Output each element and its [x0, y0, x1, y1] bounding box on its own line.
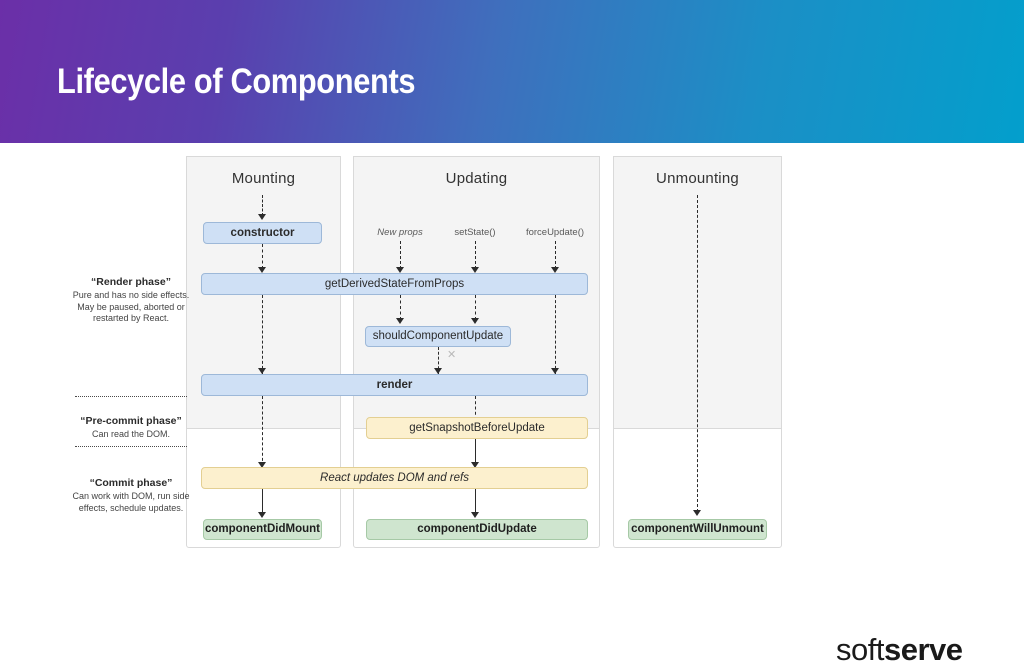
node-react-updates-dom-and-refs[interactable]: React updates DOM and refs — [201, 467, 588, 489]
arrowhead-scu-to-render — [434, 368, 442, 374]
phase-desc-precommit: Can read the DOM. — [91, 429, 171, 439]
arrow-title-to-constructor — [262, 195, 263, 216]
arrow-render-to-react-updates-mounting — [262, 396, 263, 466]
softserve-logo: softserve — [836, 632, 963, 668]
arrow-set-state-to-gdsfp — [475, 241, 476, 269]
arrowhead-new-props — [396, 267, 404, 273]
arrowhead-force-update — [551, 267, 559, 273]
phase-desc-commit: Can work with DOM, run side effects, sch… — [72, 491, 190, 513]
arrow-constructor-to-gdsfp — [262, 244, 263, 269]
node-should-component-update[interactable]: shouldComponentUpdate — [365, 326, 511, 347]
node-get-derived-state-from-props[interactable]: getDerivedStateFromProps — [201, 273, 588, 295]
trigger-new-props: New props — [377, 227, 423, 238]
arrowhead-constructor-to-gdsfp — [258, 267, 266, 273]
arrowhead-to-constructor — [258, 214, 266, 220]
node-component-did-update[interactable]: componentDidUpdate — [366, 519, 588, 540]
trigger-set-state: setState() — [454, 227, 496, 238]
page-title: Lifecycle of Components — [57, 62, 416, 101]
arrowhead-gdsfp-to-scu-setstate — [471, 318, 479, 324]
arrowhead-to-will-unmount — [693, 510, 701, 516]
arrowhead-to-did-update — [471, 512, 479, 518]
phase-divider-top — [75, 396, 187, 397]
phase-title-precommit: “Pre-commit phase” — [80, 415, 182, 427]
node-render[interactable]: render — [201, 374, 588, 396]
logo-text-light: soft — [836, 632, 884, 667]
arrowhead-render-to-react-updates-mounting — [258, 462, 266, 468]
arrowhead-into-render-force — [551, 368, 559, 374]
arrowhead-get-snapshot-to-react-updates — [471, 462, 479, 468]
column-title-updating: Updating — [445, 170, 508, 187]
arrow-unmounting-to-will-unmount — [697, 195, 698, 512]
node-component-did-mount[interactable]: componentDidMount — [203, 519, 322, 540]
arrowhead-into-render-mounting — [258, 368, 266, 374]
trigger-force-update: forceUpdate() — [525, 227, 585, 238]
arrow-react-updates-to-did-update — [475, 489, 476, 516]
arrow-react-updates-to-did-mount — [262, 489, 263, 516]
logo-text-heavy: serve — [883, 632, 963, 667]
phase-desc-render: Pure and has no side effects. May be pau… — [72, 290, 190, 324]
slide-header: Lifecycle of Components — [0, 0, 1024, 143]
arrow-force-update-to-gdsfp — [555, 241, 556, 269]
arrowhead-gdsfp-to-scu-newprops — [396, 318, 404, 324]
arrow-gdsfp-to-render-force — [555, 295, 556, 374]
node-component-will-unmount[interactable]: componentWillUnmount — [628, 519, 767, 540]
node-get-snapshot-before-update[interactable]: getSnapshotBeforeUpdate — [366, 417, 588, 439]
arrow-gdsfp-to-render-mounting — [262, 295, 263, 374]
arrow-gdsfp-to-scu-setstate — [475, 295, 476, 320]
arrow-gdsfp-to-scu-newprops — [400, 295, 401, 320]
column-title-unmounting: Unmounting — [656, 170, 739, 187]
phase-title-render: “Render phase” — [91, 276, 171, 288]
column-title-mounting: Mounting — [231, 170, 296, 187]
arrowhead-set-state — [471, 267, 479, 273]
phase-title-commit: “Commit phase” — [89, 477, 173, 489]
arrowhead-to-did-mount — [258, 512, 266, 518]
node-constructor[interactable]: constructor — [203, 222, 322, 244]
arrow-new-props-to-gdsfp — [400, 241, 401, 269]
arrow-get-snapshot-to-react-updates — [475, 439, 476, 466]
phase-divider-bottom — [75, 446, 187, 447]
skip-render-icon: ✕ — [447, 349, 457, 361]
lifecycle-diagram: Mounting Updating Unmounting constructor… — [0, 143, 1024, 667]
arrow-render-to-get-snapshot — [475, 396, 476, 420]
arrow-scu-to-render — [438, 347, 439, 374]
precommit-divider-mounting — [187, 428, 340, 429]
